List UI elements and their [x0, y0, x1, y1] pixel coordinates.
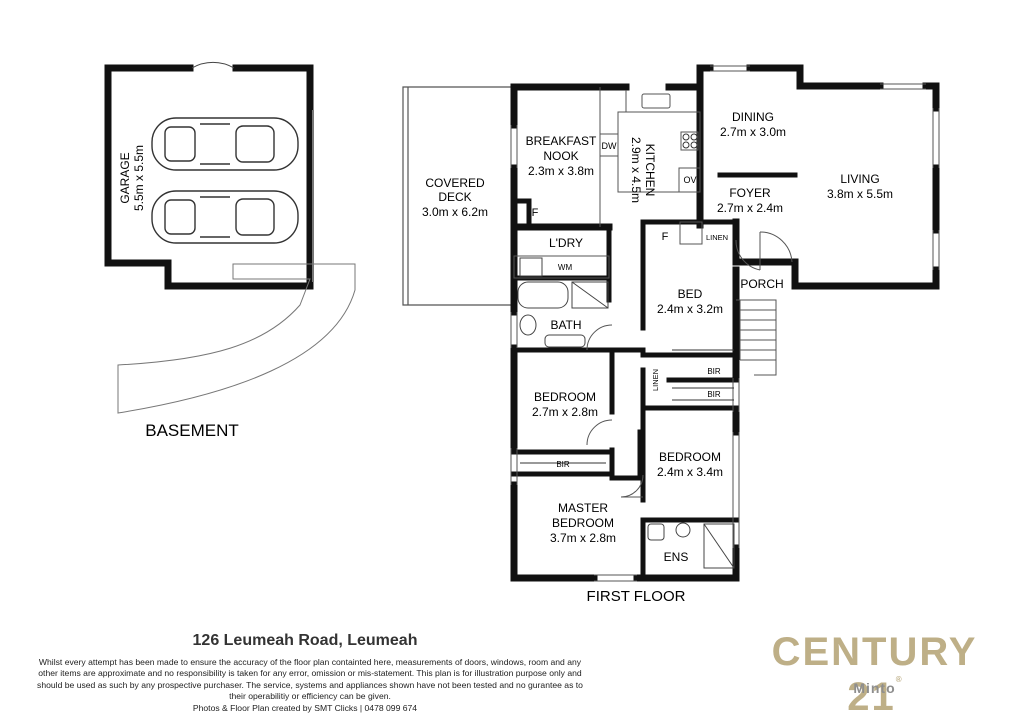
- car-icon: [151, 117, 299, 171]
- fridge-label: F: [532, 207, 539, 219]
- washing-machine-label: WM: [558, 263, 573, 272]
- bath-label: BATH: [550, 318, 581, 332]
- windows: [510, 65, 940, 582]
- ensuite-label: ENS: [664, 550, 689, 564]
- linen-label-2: LINEN: [651, 369, 660, 391]
- brand-name: CENTURY 21: [771, 630, 978, 719]
- master-label-2: BEDROOM: [552, 516, 614, 530]
- master-label: MASTER: [558, 501, 608, 515]
- linen-label: LINEN: [706, 233, 728, 242]
- fridge-label-2: F: [662, 231, 669, 243]
- dishwasher-label: DW: [602, 141, 617, 151]
- deck-label-2: DECK: [438, 190, 471, 204]
- kitchen-size: 2.9m x 4.5m: [629, 137, 643, 203]
- bed-size: 2.4m x 3.2m: [657, 302, 723, 316]
- laundry-label: L'DRY: [549, 236, 583, 250]
- credit-text: Photos & Floor Plan created by SMT Click…: [192, 703, 418, 713]
- deck-size: 3.0m x 6.2m: [422, 205, 488, 219]
- dining-size: 2.7m x 3.0m: [720, 125, 786, 139]
- basement-label: BASEMENT: [145, 421, 239, 440]
- first-floor-label: FIRST FLOOR: [587, 588, 686, 605]
- exterior-walls: [510, 64, 940, 582]
- stove-icon: [682, 133, 698, 149]
- century21-logo: CENTURY 21®: [752, 630, 997, 720]
- foyer-size: 2.7m x 2.4m: [717, 201, 783, 215]
- bir-label-2: BIR: [707, 367, 721, 376]
- dining-label: DINING: [732, 110, 774, 124]
- bir-label-3: BIR: [707, 390, 721, 399]
- kitchen-label: KITCHEN: [643, 144, 657, 197]
- oven-label: OV: [683, 175, 696, 185]
- living-label: LIVING: [840, 172, 879, 186]
- door-swings: [586, 231, 793, 498]
- garage-door-swing: [191, 61, 235, 69]
- robe-rails: [520, 349, 734, 464]
- property-address: 126 Leumeah Road, Leumeah: [192, 632, 418, 649]
- deck-label: COVERED: [425, 176, 485, 190]
- garage-label: GARAGE: [118, 152, 132, 203]
- garage-walls: [104, 64, 314, 290]
- car-icon: [151, 190, 299, 244]
- stairs: [736, 299, 777, 376]
- registered-mark: ®: [895, 675, 902, 684]
- bedroom-right-label: BEDROOM: [659, 450, 721, 464]
- nook-label: BREAKFAST: [526, 134, 597, 148]
- living-size: 3.8m x 5.5m: [827, 187, 893, 201]
- floor-plan: GARAGE 5.5m x 5.5m BASEMENT: [104, 61, 940, 605]
- kitchen-benches: [513, 87, 703, 279]
- bir-label: BIR: [556, 460, 570, 469]
- master-size: 3.7m x 2.8m: [550, 531, 616, 545]
- disclaimer-text: Whilst every attempt has been made to en…: [37, 657, 583, 702]
- bath-fixtures: [517, 257, 735, 569]
- bedroom-left-label: BEDROOM: [534, 390, 596, 404]
- bedroom-right-size: 2.4m x 3.4m: [657, 465, 723, 479]
- nook-size: 2.3m x 3.8m: [528, 164, 594, 178]
- bed-label: BED: [678, 287, 703, 301]
- nook-label-2: NOOK: [543, 149, 578, 163]
- driveway: [117, 263, 356, 414]
- office-name: Minto: [853, 680, 896, 696]
- bedroom-left-size: 2.7m x 2.8m: [532, 405, 598, 419]
- garage-size: 5.5m x 5.5m: [132, 145, 146, 211]
- deck-outline: [402, 86, 512, 306]
- porch-label: PORCH: [740, 277, 783, 291]
- foyer-label: FOYER: [729, 186, 771, 200]
